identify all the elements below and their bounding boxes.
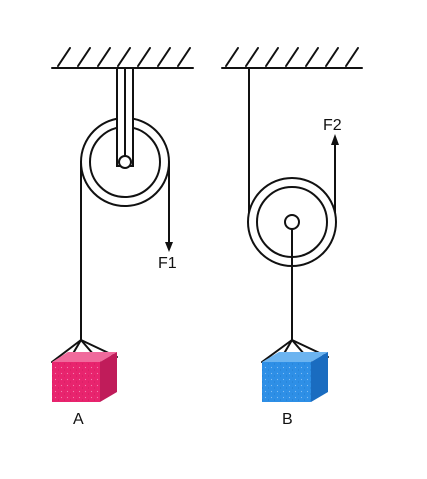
- label-force-1: F1: [158, 255, 177, 272]
- block-b: [262, 352, 328, 402]
- label-block-a: A: [73, 411, 84, 428]
- arrow-f1-head: [165, 242, 173, 252]
- label-force-2: F2: [323, 117, 342, 134]
- fixed-pulley: [80, 67, 170, 207]
- movable-pulley-axle: [284, 214, 300, 230]
- ceiling-left: [51, 47, 194, 69]
- ceiling-right: [221, 47, 363, 69]
- block-a: [52, 352, 117, 402]
- arrow-f2-head: [331, 134, 339, 145]
- fixed-pulley-axle: [118, 155, 132, 169]
- label-block-b: B: [282, 411, 293, 428]
